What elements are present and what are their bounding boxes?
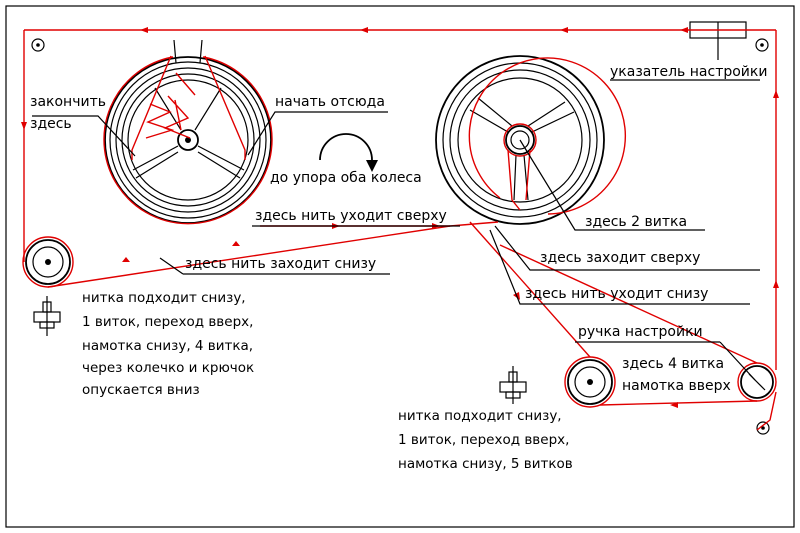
note-line: опускается вниз <box>82 382 200 398</box>
left-pulley <box>22 236 74 288</box>
knob-label: ручка настройки <box>578 324 703 340</box>
left-drum-thread <box>103 55 273 225</box>
right-drum <box>435 55 605 225</box>
tuning-pointer <box>689 21 747 60</box>
note-line: 1 виток, переход вверх, <box>82 314 253 330</box>
note-line: 1 виток, переход вверх, <box>398 432 569 448</box>
note-line: намотка снизу, 5 витков <box>398 456 573 472</box>
screw-icon <box>31 38 45 52</box>
pulley-side-view-icon <box>499 366 527 404</box>
exits-bottom-label: здесь нить уходит снизу <box>525 286 708 302</box>
both-wheels-label: до упора оба колеса <box>270 170 422 186</box>
enters-bottom-label: здесь нить заходит снизу <box>185 256 376 272</box>
pointer-label: указатель настройки <box>610 64 767 80</box>
exits-top-label: здесь нить уходит сверху <box>255 208 447 224</box>
note-line: нитка подходит снизу, <box>82 290 246 306</box>
screw-icon <box>755 38 769 52</box>
start-label: начать отсюда <box>275 94 385 110</box>
tuning-knob <box>737 362 777 402</box>
four-turns-label-line1: здесь 4 витка <box>622 356 724 372</box>
leader-lines <box>32 79 760 381</box>
diagram-frame <box>5 5 795 528</box>
four-turns-label-line2: намотка вверх <box>622 378 731 394</box>
left-drum <box>104 39 272 224</box>
two-turns-label: здесь 2 витка <box>585 214 687 230</box>
finish-label-line2: здесь <box>30 116 72 132</box>
bottom-pulley-note: нитка подходит снизу, 1 виток, переход в… <box>398 408 573 472</box>
left-pulley-note: нитка подходит снизу, 1 виток, переход в… <box>82 290 254 398</box>
note-line: нитка подходит снизу, <box>398 408 562 424</box>
pulley-side-view-icon <box>33 296 61 336</box>
finish-label-line1: закончить <box>30 94 106 110</box>
enters-top-label: здесь заходит сверху <box>540 250 700 266</box>
right-drum-thread <box>468 57 626 215</box>
rotation-arrow-icon <box>319 133 378 172</box>
note-line: через колечко и крючок <box>82 360 254 376</box>
screw-icon <box>756 421 770 435</box>
bottom-pulley <box>564 356 616 408</box>
note-line: намотка снизу, 4 витка, <box>82 338 253 354</box>
